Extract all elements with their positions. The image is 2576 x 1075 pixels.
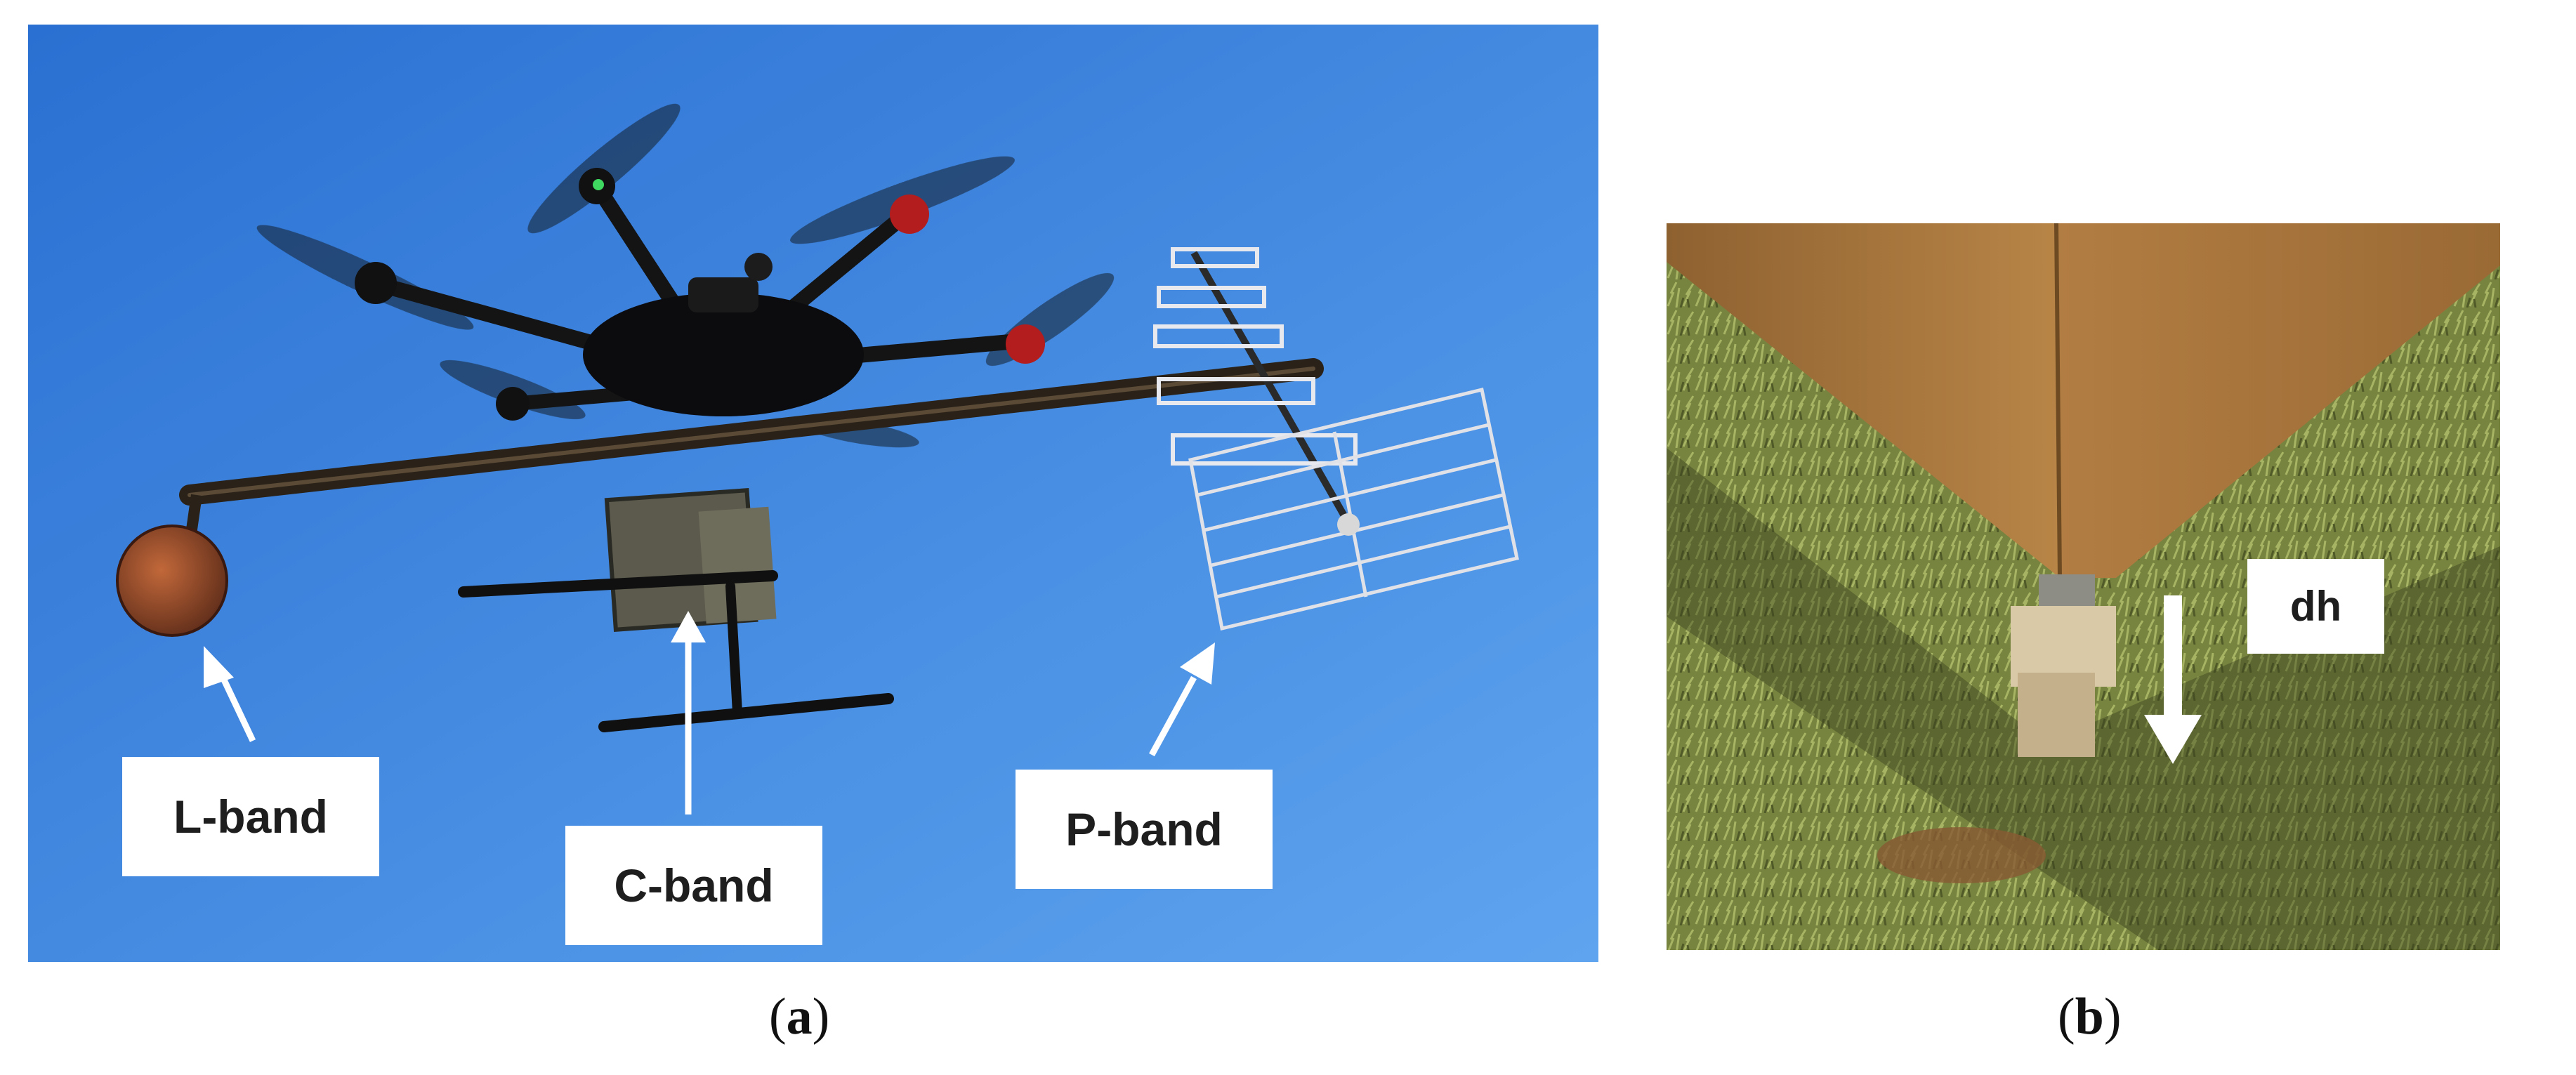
soil-patch (1877, 827, 2046, 883)
c-band-antenna (604, 488, 777, 632)
shadow (1667, 448, 2500, 950)
p-band-label: P-band (1016, 770, 1273, 889)
c-band-label: C-band (565, 826, 822, 945)
down-arrow (2144, 595, 2202, 764)
caption-a: (a) (769, 988, 830, 1046)
motors (355, 168, 1045, 421)
support-block (2011, 574, 2116, 757)
l-band-antenna (116, 494, 228, 637)
label-arrows (204, 611, 1215, 815)
p-band-log-periodic (1153, 247, 1358, 525)
drone-body (583, 293, 864, 416)
box-photo-panel: dh (1667, 223, 2500, 950)
caption-b: (b) (2058, 988, 2122, 1046)
drone-photo-panel: L-band C-band P-band (28, 25, 1598, 962)
box-left-face (1667, 223, 2060, 578)
box-right-face (2056, 223, 2500, 578)
landing-gear (458, 570, 894, 732)
dh-label: dh (2247, 559, 2384, 654)
l-band-label: L-band (122, 757, 379, 876)
